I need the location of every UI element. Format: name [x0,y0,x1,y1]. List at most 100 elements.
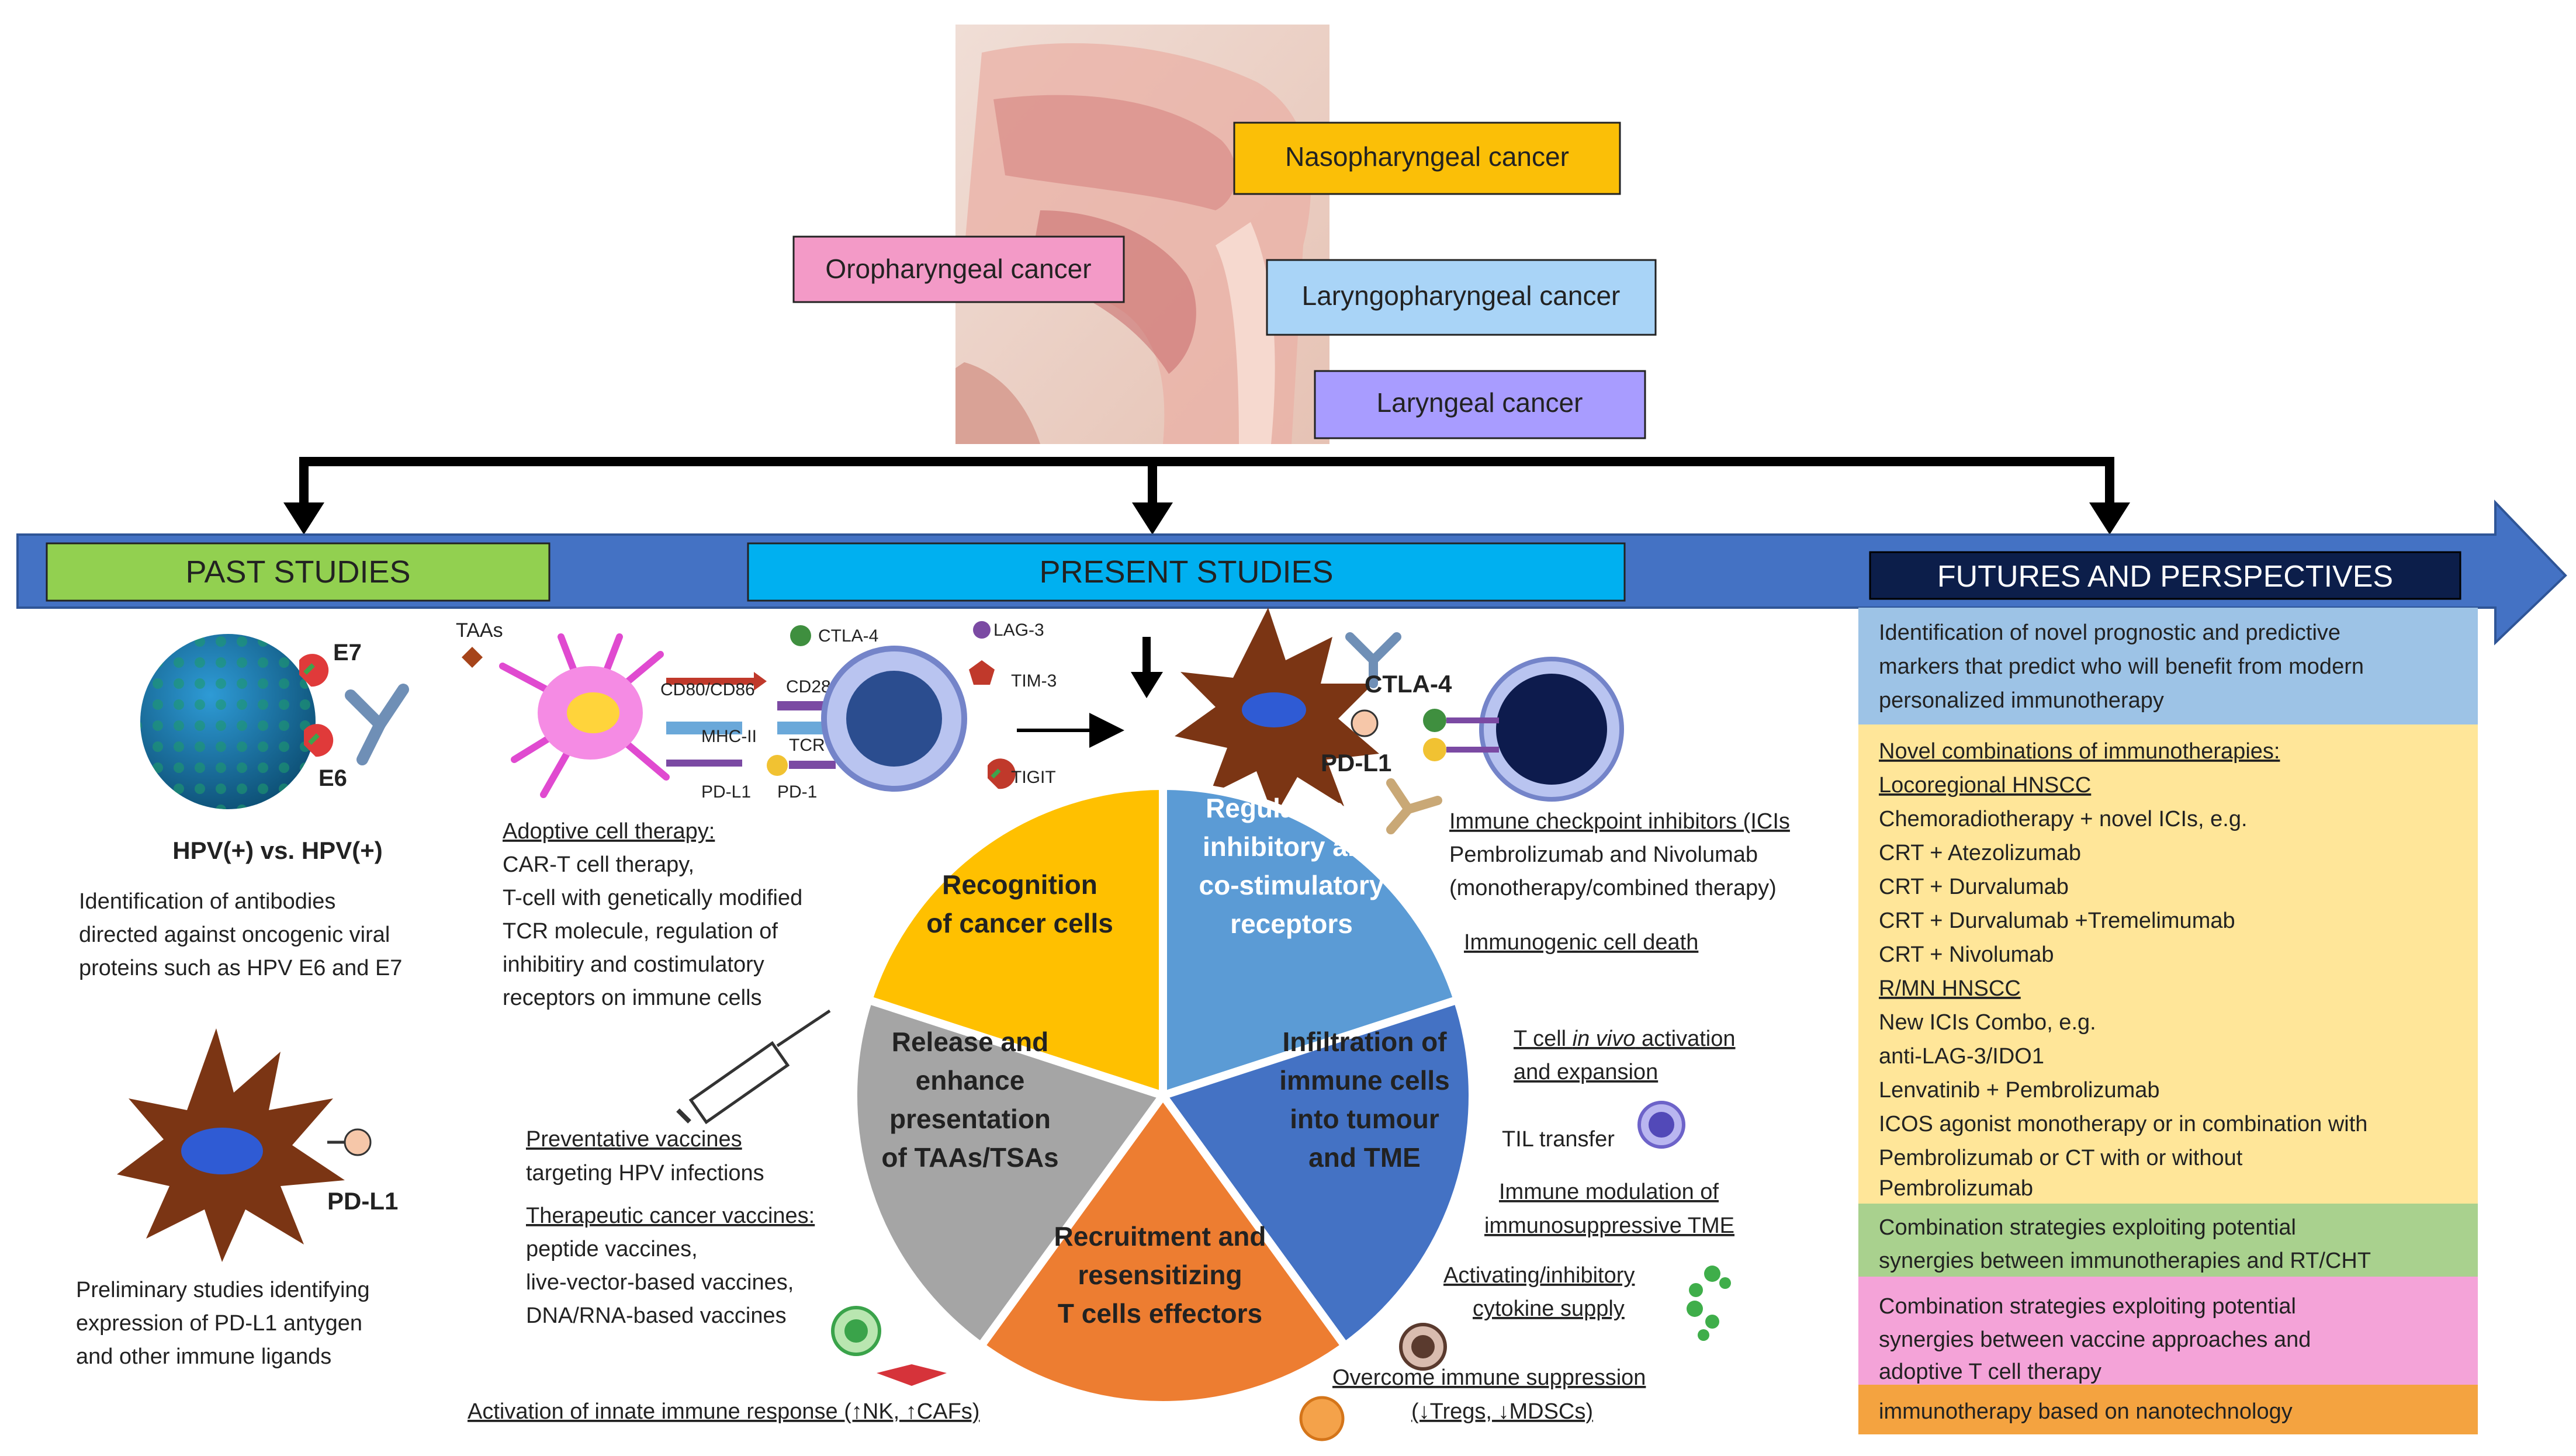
tcell-activation-note: T cell in vivo activation and expansion [1514,1027,1735,1084]
pie-segment-label: into tumour [1290,1104,1439,1134]
rm-line: New ICIs Combo, e.g. [1879,1010,2096,1035]
cytokine-line: cytokine supply [1473,1296,1625,1321]
til-cell-icon [1637,1101,1685,1149]
pie-segment-label: Recruitment and [1054,1221,1266,1252]
hpv-title: HPV(+) vs. HPV(+) [172,837,382,864]
down-arrow [1131,637,1163,698]
ici-title: Immune checkpoint inhibitors (ICIs [1449,809,1790,834]
throat-illustration [955,25,1329,445]
vaccine-line: Combination strategies exploiting potent… [1879,1294,2296,1319]
checkpoint-ctla4-label: CTLA-4 [1365,670,1452,698]
innate-response-note: Activation of innate immune response (↑N… [468,1399,979,1424]
tumor-cell-checkpoint-icon [1175,608,1446,818]
therapeutic-line: peptide vaccines, [526,1237,698,1261]
loco-line: CRT + Nivolumab [1879,942,2054,967]
present-studies-header: PRESENT STUDIES [747,542,1626,602]
cancer-label-laryngopharyngeal-text: Laryngopharyngeal cancer [1302,280,1621,311]
treg-cell-icon [1399,1323,1447,1371]
ici-note: Immune checkpoint inhibitors (ICIs Pembr… [1449,809,1790,900]
future-markers-line: markers that predict who will benefit fr… [1879,654,2364,679]
ici-antibody-icon [1345,632,1401,688]
preventative-line: targeting HPV infections [526,1161,764,1185]
pie-segment-label: of TAAs/TSAs [881,1142,1058,1173]
pdl1-description-line: Preliminary studies identifying [76,1278,370,1302]
pie-segment-label: and TME [1308,1142,1421,1173]
immune-modulation-note: Immune modulation of immunosuppressive T… [1484,1180,1734,1238]
pie-segment [849,994,1170,1352]
cancer-label-laryngeal-text: Laryngeal cancer [1377,387,1583,418]
rm-line: Pembrolizumab [1879,1176,2033,1201]
loco-line: CRT + Durvalumab [1879,875,2069,899]
tcell-activation-title: T cell in vivo activation [1514,1027,1735,1051]
nk-cell-icon [831,1306,881,1356]
arrow-head-present [1132,502,1173,535]
t-cell-icon [821,646,967,792]
adoptive-therapy-note: Adoptive cell therapy: CAR-T cell therap… [503,819,802,1010]
immune-mod-line: Immune modulation of [1499,1180,1719,1204]
cancer-label-laryngopharyngeal: Laryngopharyngeal cancer [1266,259,1657,336]
future-rt-text: Combination strategies exploiting potent… [1879,1215,2371,1273]
taa-antigen-icon [462,647,483,668]
cd80-label: CD80/CD86 [660,680,755,699]
arrow-head-past [283,502,324,535]
pie-segment [975,1088,1351,1409]
hpv-description: Identification of antibodies directed ag… [79,889,402,980]
tcell-activation-line: and expansion [1514,1060,1658,1084]
future-nano-text: immunotherapy based on nanotechnology [1879,1399,2293,1424]
therapeutic-title: Therapeutic cancer vaccines: [526,1204,815,1228]
cancer-label-oropharyngeal: Oropharyngeal cancer [792,235,1125,303]
cytokine-line: Activating/inhibitory [1443,1263,1635,1288]
icd-note: Immunogenic cell death [1464,930,1698,955]
pie-segment-label: Release and [892,1027,1048,1057]
vaccine-line: synergies between vaccine approaches and [1879,1327,2311,1352]
cytokine-icon [1687,1266,1731,1341]
tcell-title-italic: in vivo [1573,1027,1636,1051]
cancer-label-oropharyngeal-text: Oropharyngeal cancer [825,254,1091,284]
mhc-label: MHC-II [701,727,757,746]
future-markers-text: Identification of novel prognostic and p… [1879,620,2364,713]
adoptive-line: inhibitiry and costimulatory [503,952,764,977]
pie-segment-label: resensitizing [1078,1260,1242,1290]
overcome-line: Overcome immune suppression [1332,1365,1646,1390]
tcell-title-part: T cell [1514,1027,1573,1051]
til-transfer-note: TIL transfer [1502,1127,1615,1152]
past-pdl1-label: PD-L1 [327,1187,398,1215]
dendritic-cell-icon [499,633,670,798]
pie-segment-label: immune cells [1279,1065,1449,1096]
mdsc-cell-icon [1299,1396,1345,1441]
receptor-ligand-pairs [666,672,836,776]
hpv-description-line: Identification of antibodies [79,889,335,914]
future-header: FUTURES AND PERSPECTIVES [1869,551,2461,600]
ctla4-label: CTLA-4 [818,626,878,646]
therapeutic-line: live-vector-based vaccines, [526,1270,794,1295]
novel-title: Novel combinations of immunotherapies: [1879,739,2280,764]
rt-line: synergies between immunotherapies and RT… [1879,1249,2371,1273]
checkpoint-receptor-icons [790,621,1016,789]
pie-segment [863,781,1167,1101]
antibody-icon [345,684,409,765]
adoptive-line: receptors on immune cells [503,986,762,1010]
present-studies-title: PRESENT STUDIES [1039,554,1333,590]
tcell-title-part: activation [1635,1027,1735,1051]
past-studies-title: PAST STUDIES [185,554,410,590]
e6-antigen-icon [304,724,334,757]
future-markers-line: Identification of novel prognostic and p… [1879,620,2340,645]
preventative-title: Preventative vaccines [526,1127,742,1152]
caf-cell-icon [877,1364,947,1386]
vaccine-note: Preventative vaccines targeting HPV infe… [526,1127,815,1328]
cancer-label-nasopharyngeal: Nasopharyngeal cancer [1233,122,1621,195]
rm-line: ICOS agonist monotherapy or in combinati… [1879,1112,2367,1136]
cancer-label-laryngeal: Laryngeal cancer [1314,370,1646,439]
pdl1-description: Preliminary studies identifying expressi… [76,1278,370,1369]
taas-label: TAAs [456,619,503,642]
past-studies-header: PAST STUDIES [46,542,550,602]
checkpoint-t-cell-icon [1446,657,1624,802]
pie-segment-label: T cells effectors [1058,1298,1262,1329]
adoptive-line: CAR-T cell therapy, [503,852,694,877]
checkpoint-pdl1-label: PD-L1 [1321,749,1391,776]
rm-line: Lenvatinib + Pembrolizumab [1879,1078,2160,1103]
tumor-cell-pdl1-icon [117,1028,372,1262]
loco-line: CRT + Durvalumab +Tremelimumab [1879,909,2235,933]
pie-segment [1156,994,1477,1352]
